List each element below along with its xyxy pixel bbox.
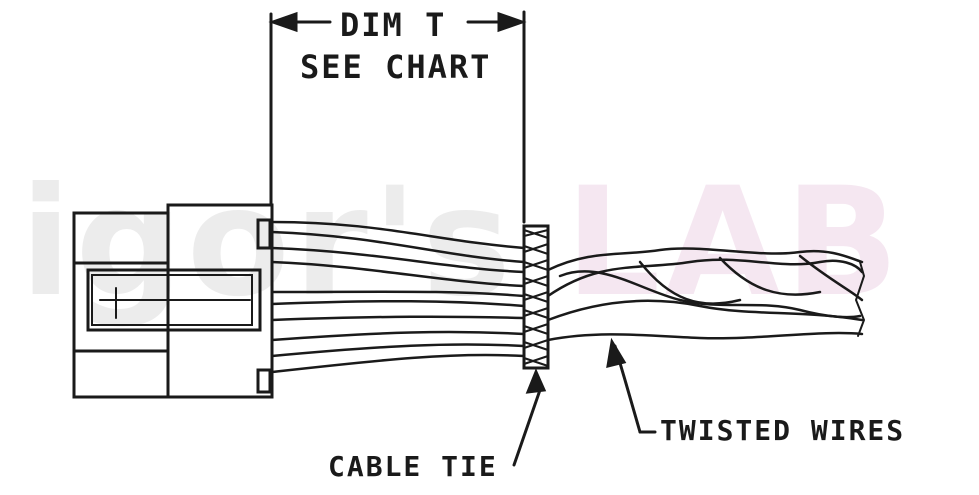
dim-arrowhead-right <box>497 11 527 33</box>
watermark-logo-lab: LAB <box>565 156 904 330</box>
twisted-wires-leader-arrow <box>606 337 627 369</box>
see-chart-label: SEE CHART <box>300 48 492 86</box>
connector-housing <box>72 203 274 399</box>
twisted-wire-strands <box>546 247 866 342</box>
twisted-wires-label: TWISTED WIRES <box>660 414 906 447</box>
wires-bundle <box>270 220 526 374</box>
dim-arrowhead-left <box>268 11 298 33</box>
leader-lines <box>512 337 657 467</box>
cable-tie-leader-arrow <box>525 368 547 394</box>
dim-t-label: DIM T <box>340 6 447 44</box>
cable-tie <box>522 224 550 370</box>
cable-tie-label: CABLE TIE <box>328 450 498 483</box>
